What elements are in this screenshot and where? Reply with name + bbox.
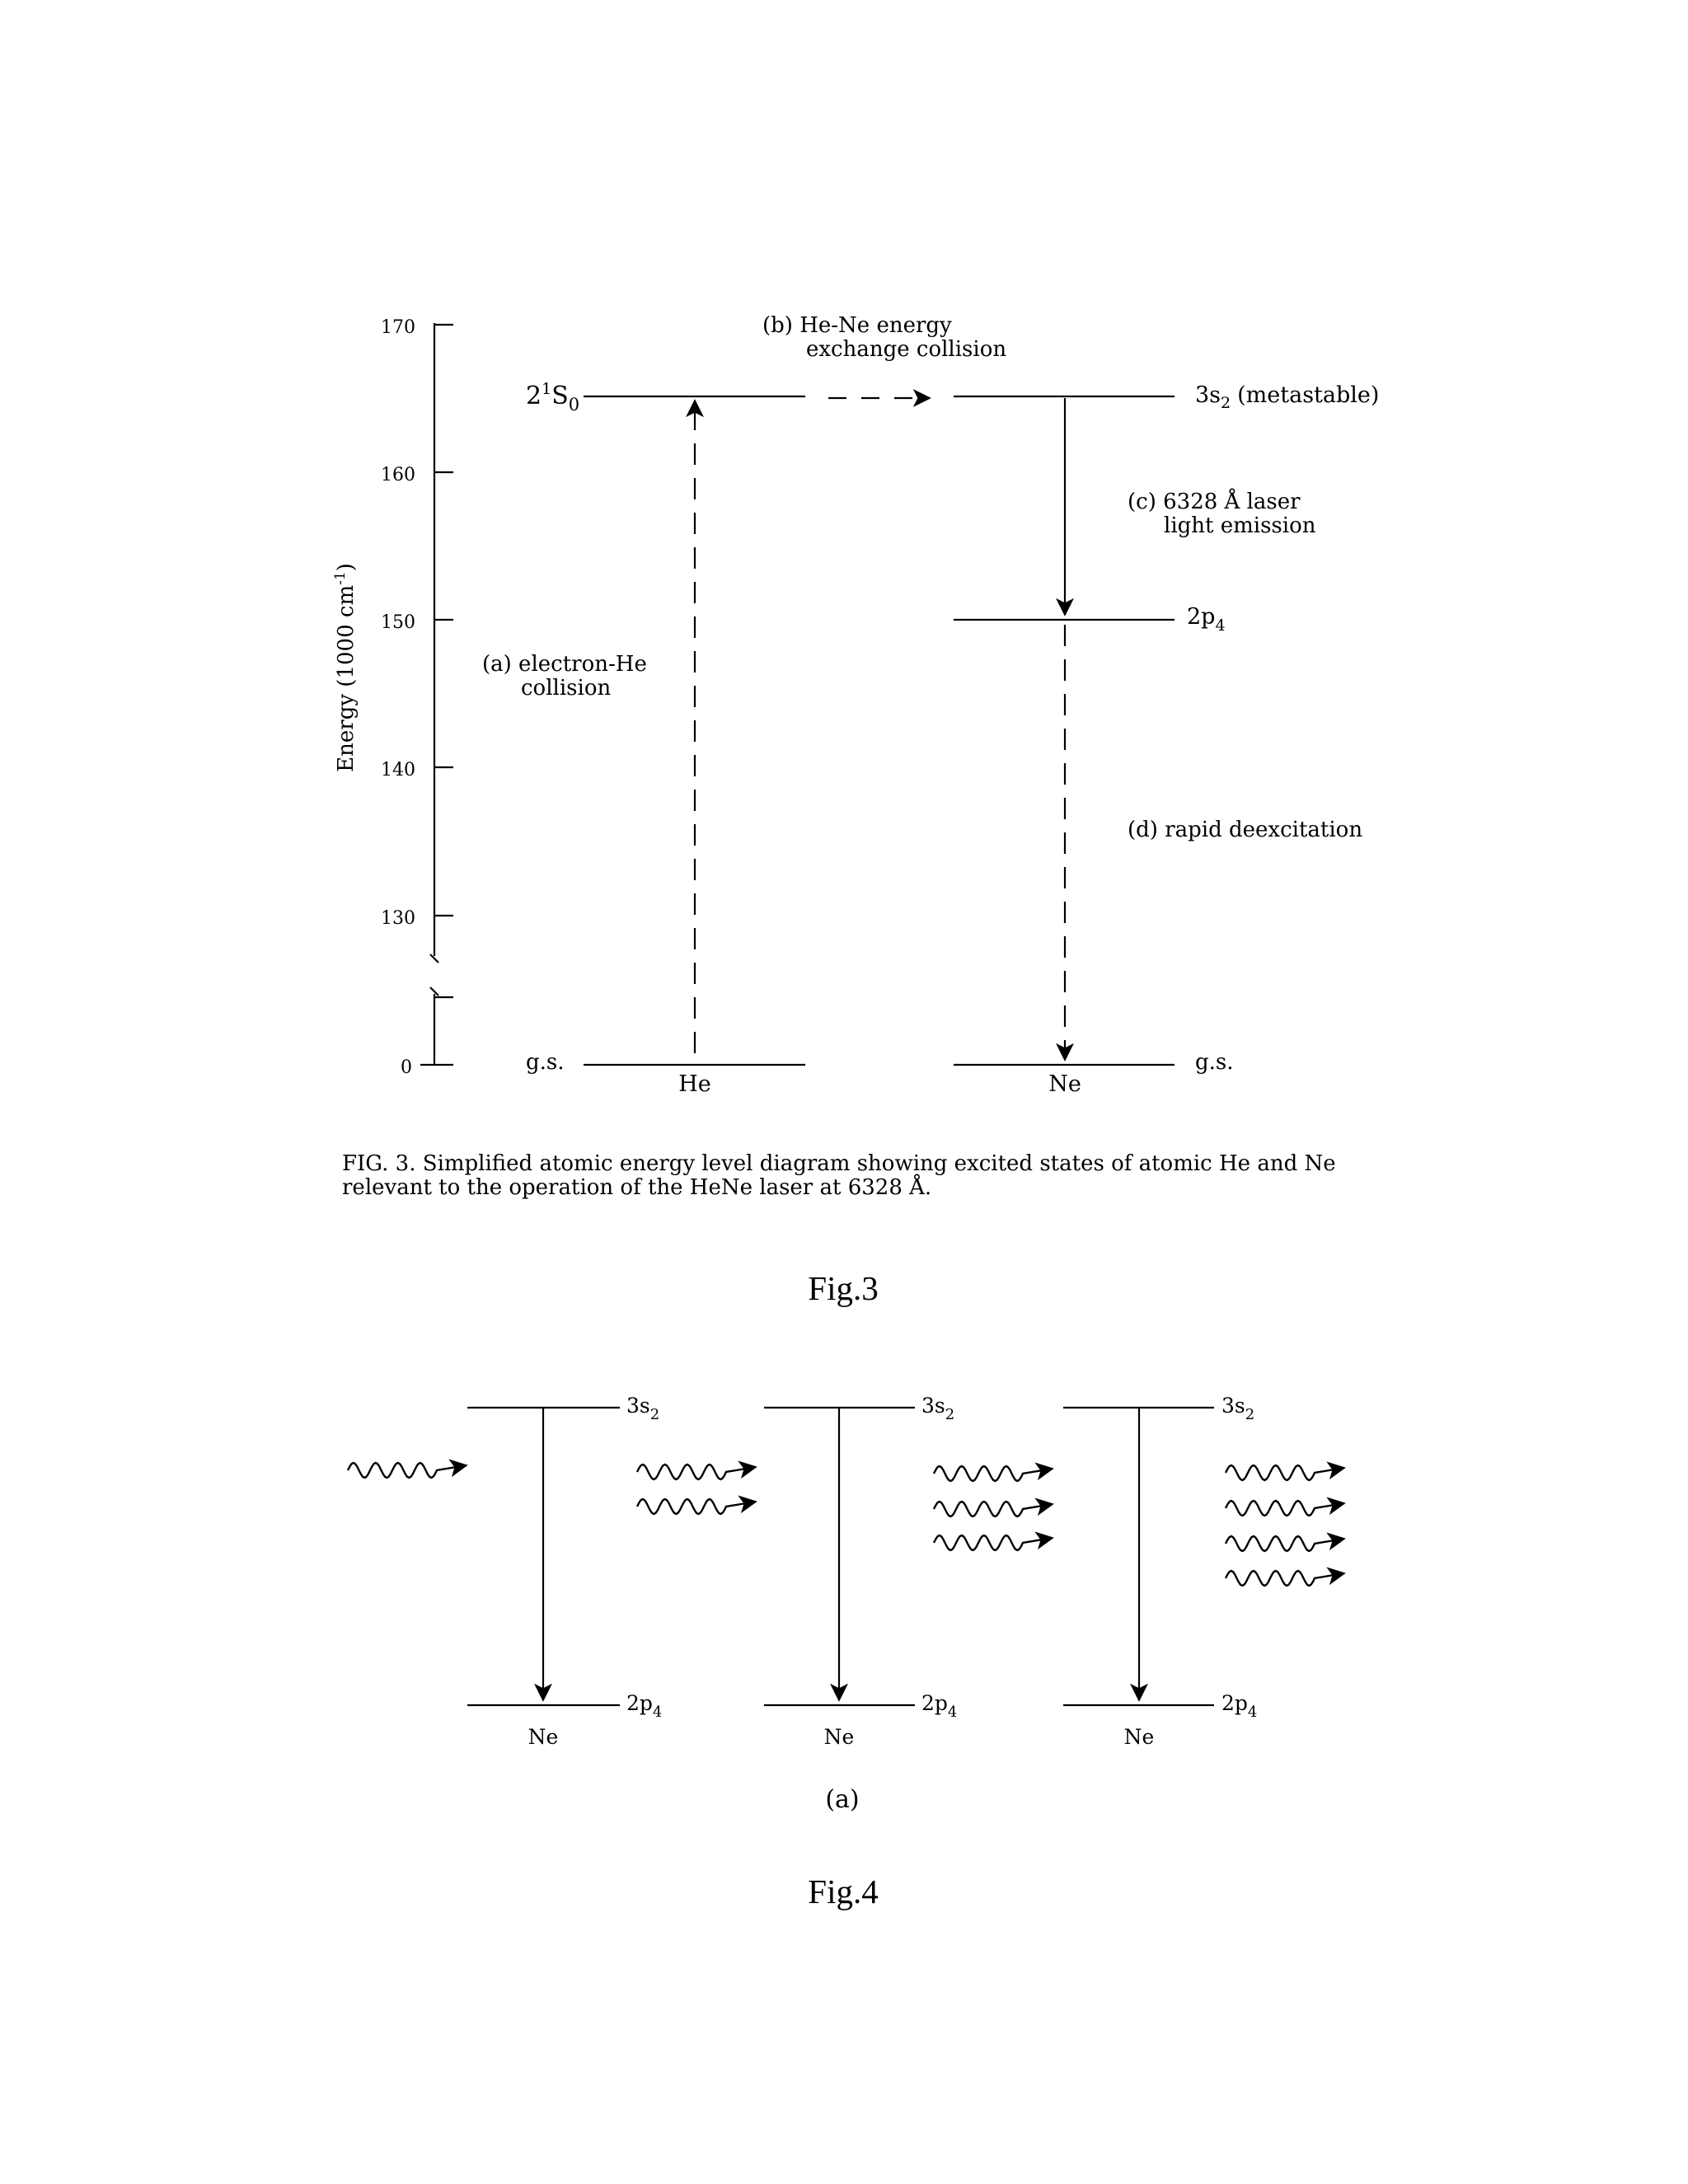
stage2-photon-1 — [932, 1462, 1054, 1483]
tick-label-160: 160 — [381, 465, 415, 485]
panel1-atom-label: Ne — [528, 1725, 559, 1749]
panel3-atom-label: Ne — [1124, 1725, 1155, 1749]
fig4-sublabel: (a) — [825, 1785, 859, 1814]
fig3-caption-line1: FIG. 3. Simplified atomic energy level d… — [342, 1151, 1336, 1176]
b-label-line1: (b) He-Ne energy — [762, 313, 952, 338]
stage1-photon-1 — [635, 1460, 757, 1481]
ne-atom-label: Ne — [1048, 1071, 1081, 1097]
y-axis-label: Energy (1000 cm-1) — [332, 563, 359, 772]
ne-ground-state-label: g.s. — [1195, 1050, 1234, 1075]
axis-break-mark-upper — [429, 954, 439, 963]
panel3-lower-label: 2p4 — [1221, 1691, 1257, 1721]
stage1-photon-2 — [635, 1495, 757, 1516]
stage2-photon-3 — [932, 1531, 1054, 1552]
a-label-line1: (a) electron-He — [482, 652, 647, 677]
he-2s-level-label: 21S0 — [526, 380, 579, 415]
b-label-line2: exchange collision — [806, 337, 1006, 362]
stage3-photon-1 — [1224, 1461, 1346, 1482]
tick-label-150: 150 — [381, 612, 415, 633]
fig3-label: Fig.3 — [808, 1269, 878, 1307]
panel2-upper-label: 3s2 — [921, 1394, 954, 1423]
he-atom-label: He — [678, 1071, 711, 1097]
ne-2p4-label: 2p4 — [1187, 604, 1226, 635]
fig4-label: Fig.4 — [808, 1872, 878, 1910]
he-ground-state-label: g.s. — [526, 1050, 565, 1075]
panel2-lower-label: 2p4 — [921, 1691, 957, 1721]
tick-label-170: 170 — [381, 317, 415, 338]
stage3-photon-4 — [1224, 1567, 1346, 1587]
panel1-lower-label: 2p4 — [626, 1691, 662, 1721]
stage3-photon-3 — [1224, 1532, 1346, 1553]
incident-photon — [346, 1459, 468, 1479]
c-label-line1: (c) 6328 Å laser — [1128, 488, 1301, 514]
panel2-atom-label: Ne — [824, 1725, 855, 1749]
tick-label-0: 0 — [401, 1057, 412, 1078]
tick-label-130: 130 — [381, 908, 415, 929]
panel3-upper-label: 3s2 — [1221, 1394, 1254, 1423]
fig4-level-lines — [467, 1406, 1214, 1707]
stage2-photon-2 — [932, 1497, 1054, 1518]
panel1-upper-label: 3s2 — [626, 1394, 659, 1423]
fig4-level-labels: 3s2 2p4 3s2 2p4 3s2 2p4 Ne Ne Ne (a) — [528, 1394, 1258, 1814]
fig3-caption-line2: relevant to the operation of the HeNe la… — [342, 1174, 931, 1200]
photon-groups — [346, 1459, 1346, 1587]
a-label-line2: collision — [521, 676, 611, 701]
fig3-energy-level-diagram — [420, 323, 1175, 1066]
axis-break-mark-lower — [429, 987, 439, 996]
d-label: (d) rapid deexcitation — [1128, 818, 1362, 842]
fig3-labels: 170 160 150 140 130 0 Energy (1000 cm-1)… — [332, 313, 1379, 1200]
fig4-stimulated-emission-diagram: 3s2 2p4 3s2 2p4 3s2 2p4 Ne Ne Ne (a) — [346, 1394, 1346, 1814]
tick-label-140: 140 — [381, 760, 415, 780]
ne-3s2-label: 3s2(metastable) — [1195, 382, 1379, 412]
c-label-line2: light emission — [1164, 513, 1316, 538]
stage3-photon-2 — [1224, 1497, 1346, 1517]
